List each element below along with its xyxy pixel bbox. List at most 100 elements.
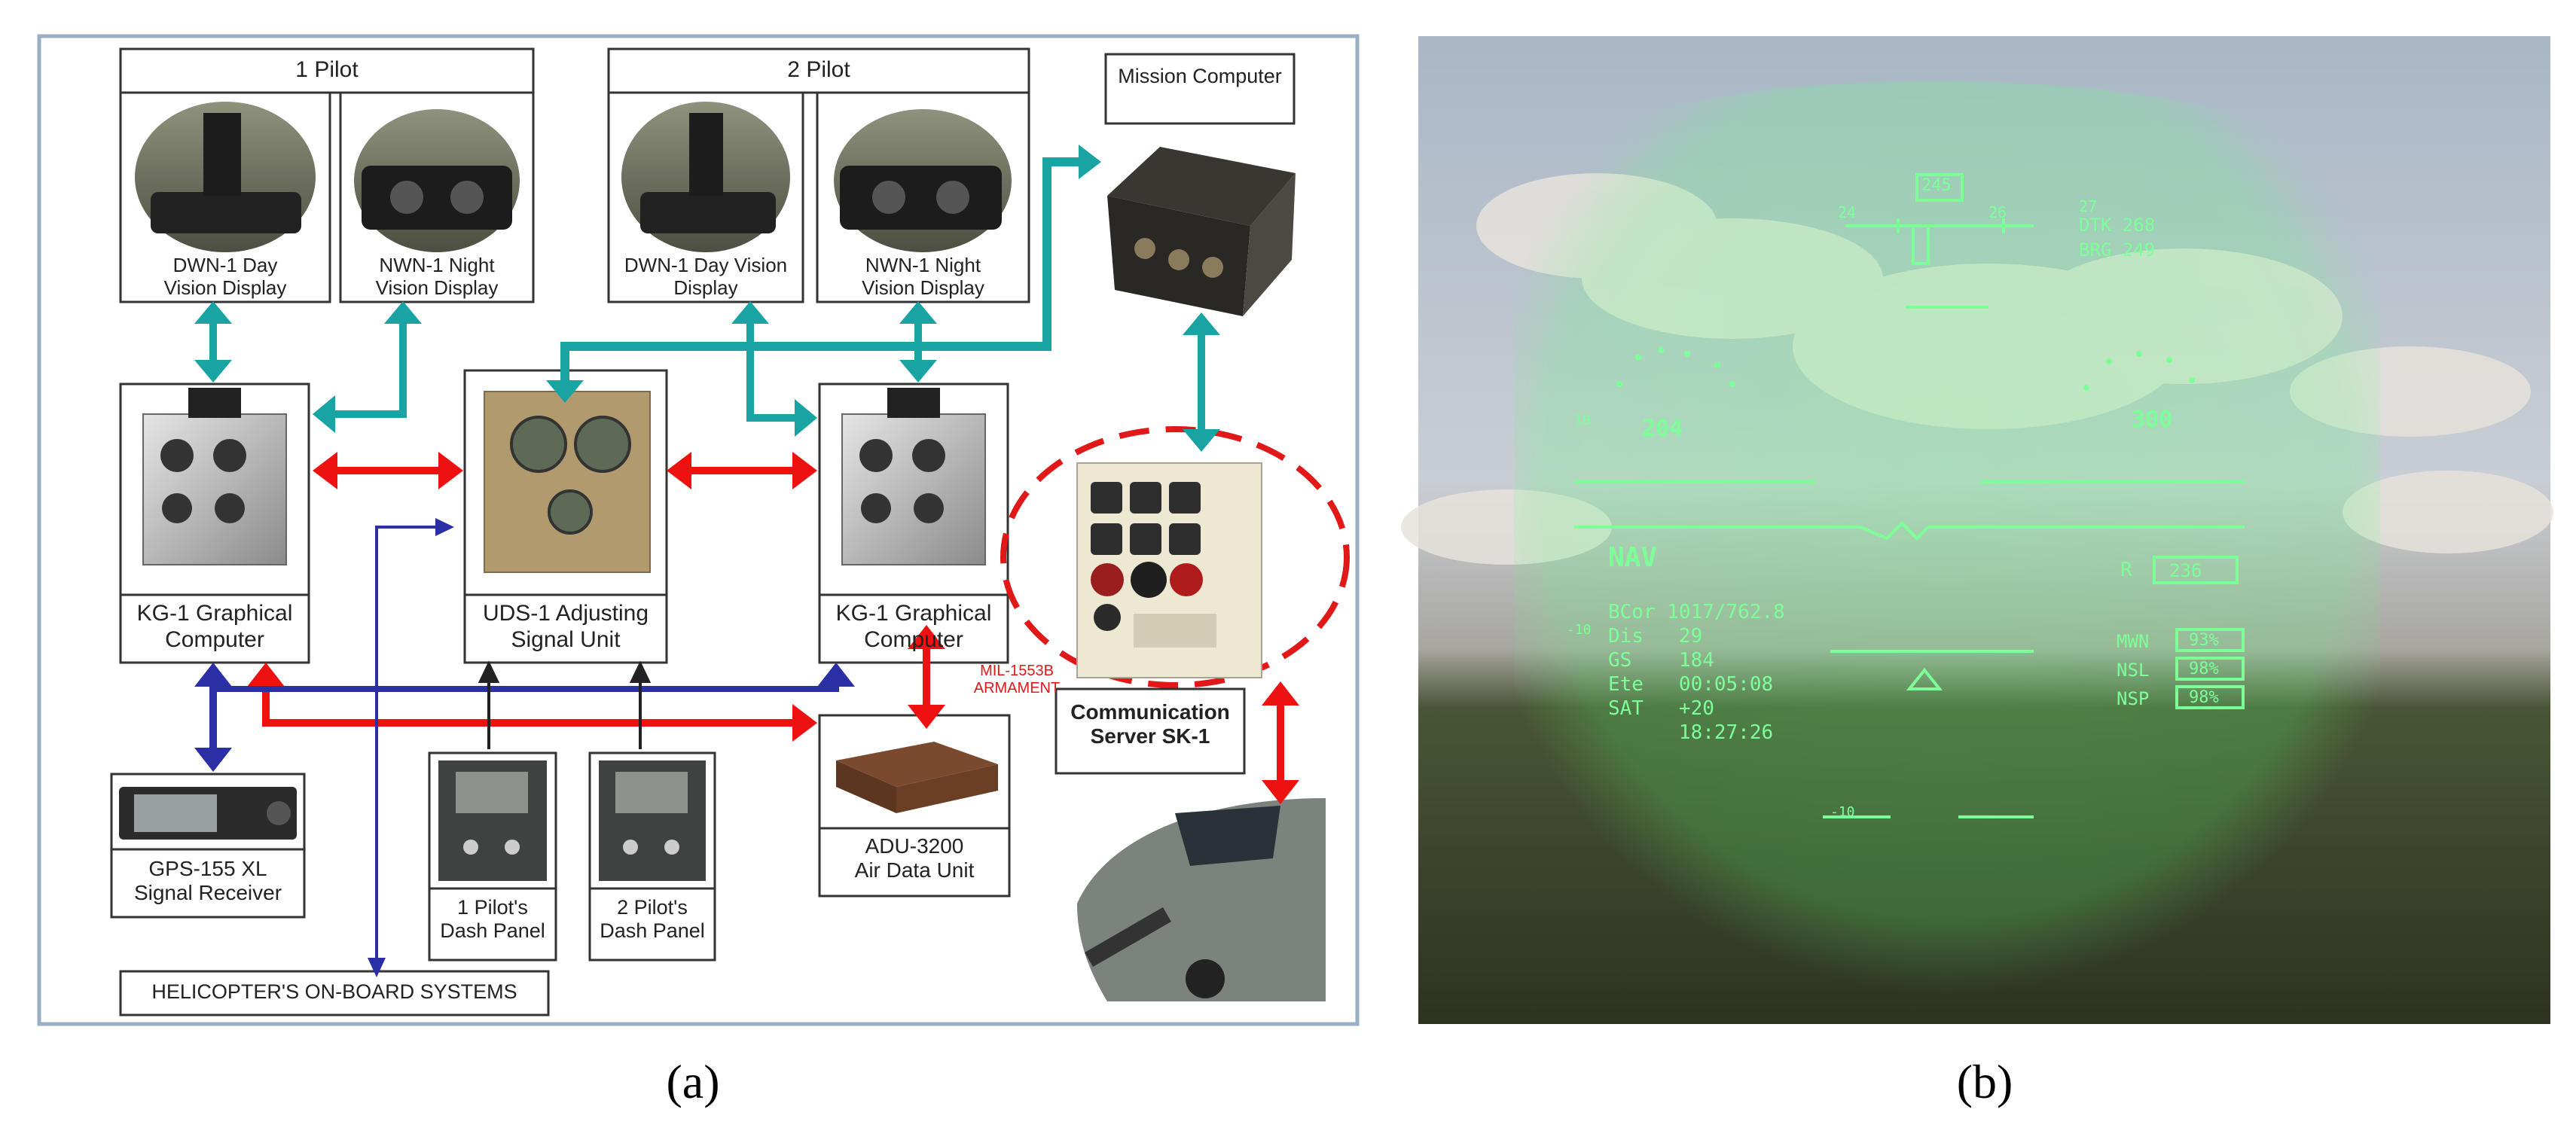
dash-panel-2-image [588,751,716,890]
blue-arrowheads [194,518,855,977]
dash-panel-2-label: 2 Pilot's Dash Panel [590,896,715,943]
gps-label-box [110,848,306,919]
dwn2-label-line2: Display [673,276,738,299]
communication-server-image [1000,426,1350,688]
uds1-label: UDS-1 Adjusting Signal Unit [465,601,667,653]
mission-computer-label: Mission Computer [1118,65,1282,87]
hud-mode: NAV [1608,542,1658,573]
dash-panel-2-label-line1: 2 Pilot's [617,896,688,919]
helmet-night-1-image [339,91,535,303]
hud-altitude: 300 [2132,407,2173,433]
hud-dial-ticks [1616,347,2195,391]
nwn2-label-line2: Vision Display [862,276,984,299]
helmet-day-1-image [119,91,331,303]
dash-panel-2-label-line2: Dash Panel [600,919,705,943]
dash-panel-1-image [428,751,557,890]
onboard-systems-box [119,970,550,1016]
gps-receiver-image [110,773,306,851]
mission-computer-image [1107,147,1296,316]
adu-label-line2: Air Data Unit [854,858,975,882]
communication-server-label: Communication Server SK-1 [1056,700,1244,748]
mil1553b-label-line2: ARMAMENT [973,680,1061,696]
black-connections [478,660,652,749]
dwn2-label-line1: DWN-1 Day Vision [624,254,788,276]
uds1-image [463,369,668,596]
mil1553b-label-line1: MIL-1553B [980,663,1054,679]
kg1-right-label: KG-1 Graphical Computer [819,601,1008,653]
hud-nsp-label: NSP [2117,688,2150,709]
red-arrowheads [247,452,1299,804]
nwn1-label-line2: Vision Display [375,276,499,299]
mil1553b-label: MIL-1553B ARMAMENT [957,663,1077,697]
teal-arrowheads [194,145,1220,452]
dash-panel-1-label-box [428,887,557,962]
gps-label-line2: Signal Receiver [133,881,282,905]
hud-tick-26: 26 [1988,203,2007,221]
adu-label-line1: ADU-3200 [865,834,964,858]
hud-dis: Dis 29 [1608,625,1703,648]
hud-nsl-label: NSL [2117,660,2150,681]
red-connections [262,467,1284,791]
hud-r-label: R [2120,559,2132,581]
communication-server-label-line1: Communication [1070,700,1230,724]
hud-mwn-label: MWN [2117,631,2150,652]
gps-label: GPS-155 XL Signal Receiver [111,857,304,905]
dwn1-label-line2: Vision Display [163,276,287,299]
caption-b: (b) [1956,1055,2013,1108]
dwn1-label: DWN-1 Day Vision Display [121,254,330,300]
communication-server-label-line2: Server SK-1 [1090,724,1210,748]
nwn1-label: NWN-1 Night Vision Display [340,254,533,300]
uds1-label-box [463,593,668,664]
dash-panel-1-label-line2: Dash Panel [440,919,545,943]
dash-panel-1-label-line1: 1 Pilot's [457,896,528,919]
hud-pitch-left-10: 10 [1574,413,1591,428]
hud-ete: Ete 00:05:08 [1608,673,1774,696]
kg1-right-label-line1: KG-1 Graphical [835,601,992,626]
helmet-night-2-image [816,91,1030,303]
hud-r-value: 236 [2169,560,2202,581]
hud-tick-24: 24 [1838,203,1857,221]
hud-pitch-bottom-neg10: -10 [1830,804,1855,820]
hud-tick-27: 27 [2079,197,2098,215]
kg1-left-label-line2: Computer [165,626,264,652]
kg1-right-label-line2: Computer [864,626,963,652]
kg1-left-label-line1: KG-1 Graphical [136,601,293,626]
mission-computer-box [1104,53,1296,125]
pilot1-header-box [119,47,535,94]
dash-panel-2-label-box [588,887,716,962]
dwn2-label: DWN-1 Day Vision Display [609,254,803,300]
kg1-left-label-box [119,593,310,664]
helmet-day-2-image [607,91,804,303]
uds1-label-line2: Signal Unit [511,626,621,652]
adu-label-box [818,827,1011,898]
adu-label: ADU-3200 Air Data Unit [819,834,1009,882]
hud-brg: BRG 249 [2079,239,2156,261]
hud-nsl-value: 98% [2189,660,2219,678]
dwn1-label-line1: DWN-1 Day [172,254,278,276]
gps-label-line1: GPS-155 XL [148,857,267,880]
kg1-left-image [119,383,310,596]
hud-speed: 204 [1642,416,1683,442]
panel-b-hud-photo [1401,36,2553,1024]
dash-panel-1-label: 1 Pilot's Dash Panel [429,896,556,943]
pilot1-header: 1 Pilot [295,57,359,82]
nwn2-label: NWN-1 Night Vision Display [817,254,1029,300]
panel-a-diagram [37,34,1360,1026]
onboard-systems-label: HELICOPTER'S ON-BOARD SYSTEMS [151,980,517,1003]
uds1-label-line1: UDS-1 Adjusting [482,601,649,626]
hud-nsp-value: 98% [2189,688,2219,707]
pilot2-header: 2 Pilot [787,57,850,82]
nwn2-label-line1: NWN-1 Night [865,254,981,276]
hud-mwn-value: 93% [2189,631,2219,650]
nwn1-label-line1: NWN-1 Night [379,254,495,276]
hud-pitch-neg10: -10 [1567,622,1592,638]
caption-a: (a) [666,1055,720,1108]
hud-symbology [1574,173,2245,818]
hud-heading-box-value: 245 [1921,176,1952,195]
hud-glow [1514,81,2380,994]
hud-dtk: DTK 268 [2079,215,2156,236]
hud-bcor: BCor 1017/762.8 [1608,601,1785,623]
kg1-right-label-box [818,593,1009,664]
kg1-left-label: KG-1 Graphical Computer [121,601,309,653]
